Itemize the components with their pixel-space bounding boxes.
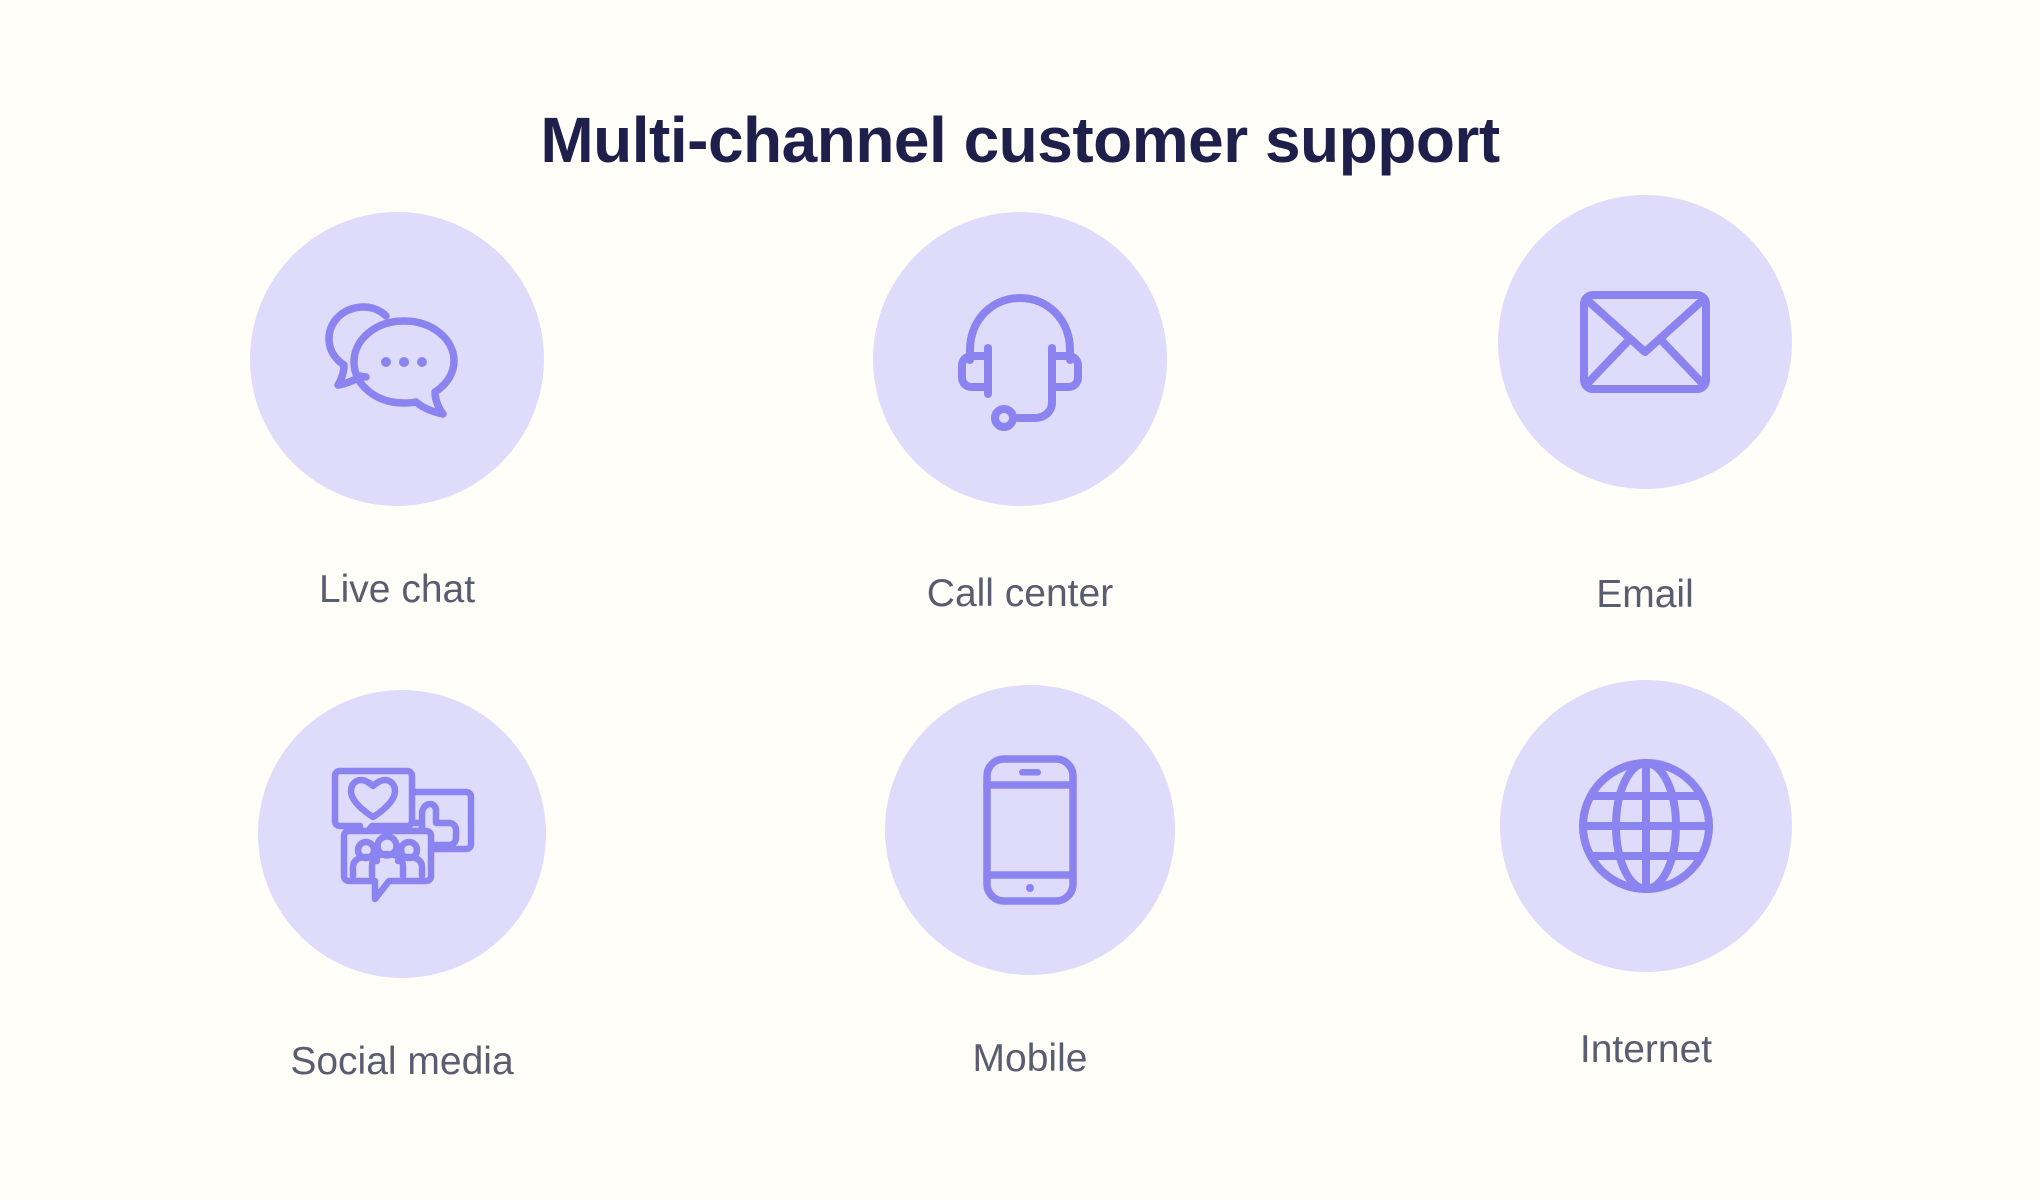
channel-label-email: Email (1596, 573, 1694, 616)
channel-item-call-center[interactable]: Call center (873, 212, 1167, 616)
channel-label-social-media: Social media (290, 1040, 514, 1083)
globe-icon (1576, 756, 1716, 896)
channel-item-mobile[interactable]: Mobile (885, 685, 1175, 1081)
channel-label-mobile: Mobile (972, 1037, 1088, 1080)
channel-label-call-center: Call center (926, 572, 1114, 615)
channel-label-internet: Internet (1579, 1028, 1713, 1071)
icon-circle-email (1498, 195, 1792, 489)
icon-circle-mobile (885, 685, 1175, 975)
envelope-icon (1579, 290, 1711, 394)
icon-circle-live-chat (250, 212, 544, 506)
icon-circle-internet (1500, 680, 1792, 972)
chat-bubbles-icon (322, 294, 472, 424)
channel-item-live-chat[interactable]: Live chat (250, 212, 544, 612)
channel-item-social-media[interactable]: Social media (258, 690, 546, 1084)
channel-item-email[interactable]: Email (1498, 195, 1792, 617)
icon-circle-social-media (258, 690, 546, 978)
channel-item-internet[interactable]: Internet (1500, 680, 1792, 1072)
page-title: Multi-channel customer support (540, 103, 1500, 176)
social-bubbles-icon (327, 759, 477, 909)
smartphone-icon (982, 754, 1078, 906)
headset-icon (956, 288, 1084, 431)
channel-label-live-chat: Live chat (318, 568, 476, 611)
icon-circle-call-center (873, 212, 1167, 506)
